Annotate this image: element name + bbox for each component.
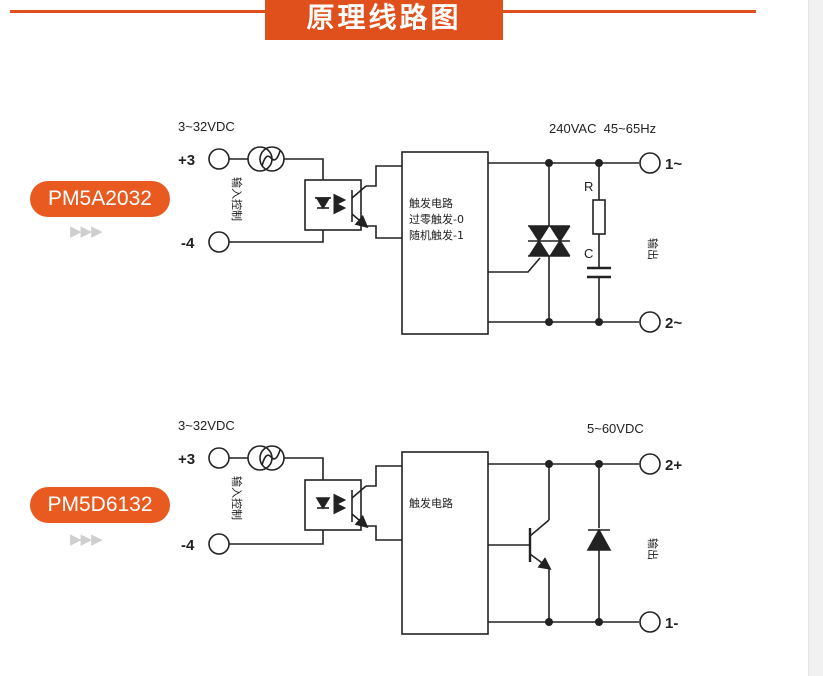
terminal-out2-b	[639, 611, 661, 633]
trigger-block-line2: 过零触发-0	[409, 212, 464, 226]
output-label: 输出	[646, 238, 660, 260]
input-control-label: 输入控制	[230, 177, 244, 221]
input-voltage-label: 3~32VDC	[178, 418, 235, 433]
trigger-block-line1: 触发电路	[409, 496, 453, 510]
trigger-block-line1: 触发电路	[409, 196, 453, 210]
terminal-pos-b	[208, 447, 230, 469]
model-badge-pm5a2032: PM5A2032	[30, 181, 170, 217]
terminal-neg-a	[208, 231, 230, 253]
chevron-arrows-icon: ▶▶▶	[70, 223, 103, 240]
pin-pos-label: +3	[178, 451, 195, 468]
output-pin1-label: 2+	[665, 457, 682, 474]
triac-icon	[528, 226, 550, 243]
trigger-circuit-block-a	[401, 151, 489, 335]
terminal-out1-b	[639, 453, 661, 475]
output-pin2-label: 1-	[665, 615, 678, 632]
circuit-a	[208, 146, 661, 335]
optocoupler	[304, 179, 362, 231]
scrollbar-track[interactable]	[808, 0, 823, 676]
resistor-icon	[592, 199, 606, 235]
trigger-circuit-block-b	[401, 451, 489, 635]
chevron-arrows-icon: ▶▶▶	[70, 531, 103, 548]
terminal-out1-a	[639, 152, 661, 174]
model-badge-pm5d6132: PM5D6132	[30, 487, 170, 523]
resistor-label: R	[584, 179, 593, 194]
pin-neg-label: -4	[181, 235, 195, 252]
capacitor-label: C	[584, 246, 593, 261]
output-pin1-label: 1~	[665, 156, 682, 173]
pin-pos-label: +3	[178, 152, 195, 169]
output-pin2-label: 2~	[665, 315, 682, 332]
terminal-pos-a	[208, 148, 230, 170]
diode-icon	[586, 528, 612, 551]
page-title: 原理线路图	[265, 0, 503, 40]
input-control-label: 输入控制	[230, 476, 244, 520]
pin-neg-label: -4	[181, 537, 195, 554]
terminal-out2-a	[639, 311, 661, 333]
optocoupler	[304, 479, 362, 531]
circuit-b	[208, 445, 661, 635]
trigger-block-line3: 随机触发-1	[409, 228, 464, 242]
terminal-neg-b	[208, 533, 230, 555]
output-supply-label: 240VAC 45~65Hz	[549, 121, 656, 136]
output-label: 输出	[646, 538, 660, 560]
input-voltage-label: 3~32VDC	[178, 119, 235, 134]
output-supply-label: 5~60VDC	[587, 421, 644, 436]
current-source-wave	[261, 150, 281, 167]
